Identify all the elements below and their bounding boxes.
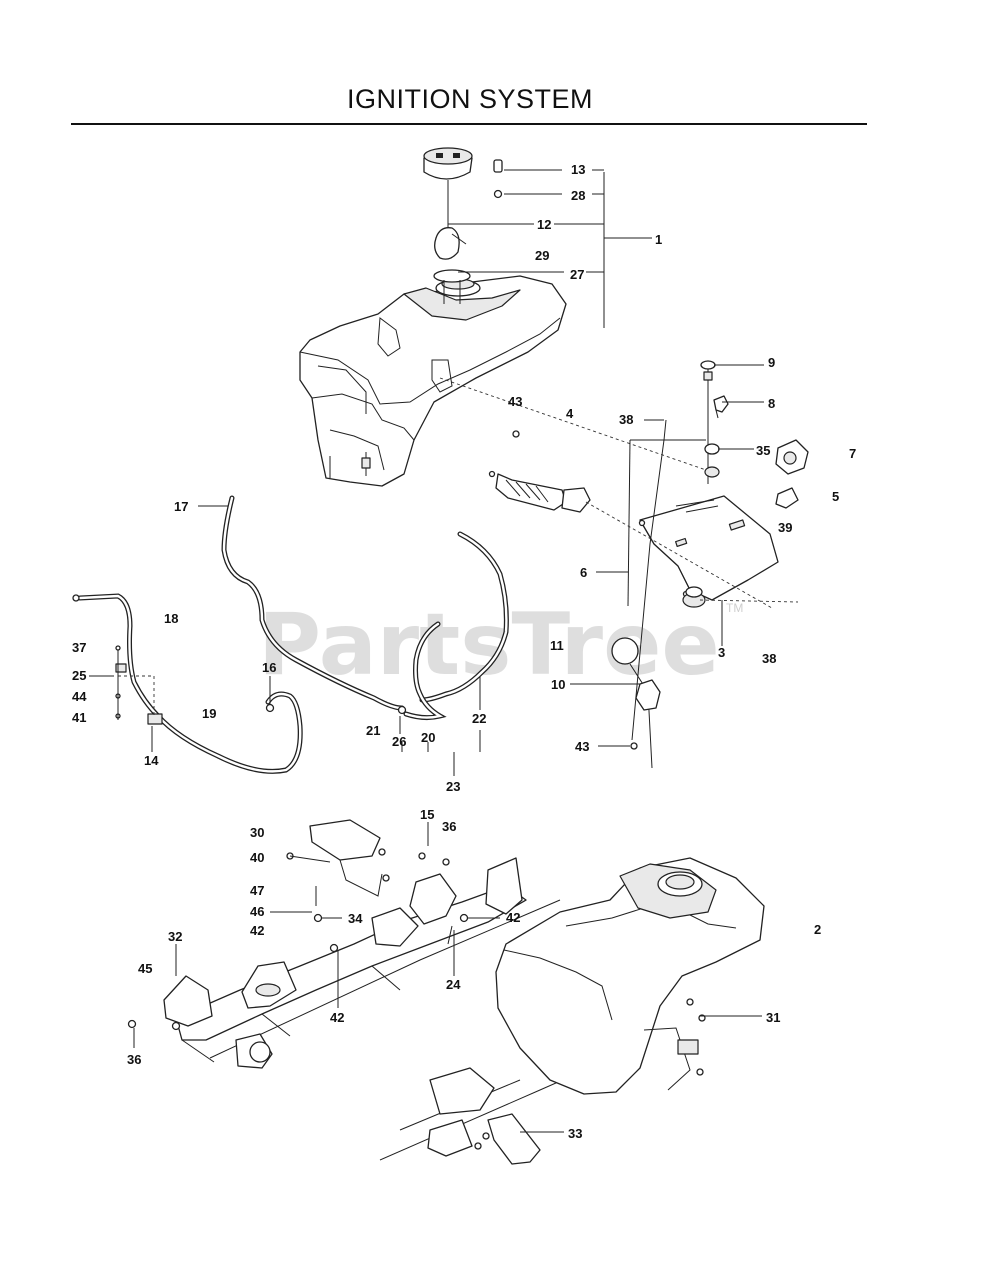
clamp-link-25: [118, 675, 155, 718]
key-8[interactable]: [713, 395, 729, 419]
fuel-tank-top[interactable]: [299, 275, 567, 487]
key-holder-9[interactable]: [700, 360, 716, 484]
callout-45: 45: [138, 961, 152, 976]
frame-mount-center[interactable]: [371, 857, 523, 947]
callout-17: 17: [174, 499, 188, 514]
callout-4: 4: [566, 406, 574, 421]
o-ring-28[interactable]: [493, 189, 503, 199]
callout-47: 47: [250, 883, 264, 898]
callout-14: 14: [144, 753, 159, 768]
callout-21: 21: [366, 723, 380, 738]
bolt-line-38: [699, 599, 799, 603]
callout-9: 9: [768, 355, 775, 370]
callout-15: 15: [420, 807, 434, 822]
callout-42-right: 42: [506, 910, 520, 925]
callout-labels: 13 28 12 1 29 27 9 8 43 4 38 35 7 5 39 6…: [72, 162, 856, 1141]
callout-1: 1: [655, 232, 662, 247]
callout-27: 27: [570, 267, 584, 282]
filler-neck-gasket[interactable]: [433, 269, 471, 304]
pedal-33[interactable]: [427, 1067, 541, 1165]
callout-25: 25: [72, 668, 86, 683]
ignition-switch-7[interactable]: [775, 439, 809, 475]
callout-26: 26: [392, 734, 406, 749]
small-clip-13[interactable]: [493, 159, 503, 173]
callout-20: 20: [421, 730, 435, 745]
callout-39: 39: [778, 520, 792, 535]
callout-37: 37: [72, 640, 86, 655]
callout-46: 46: [250, 904, 264, 919]
callout-36-bottom: 36: [127, 1052, 141, 1067]
callout-33: 33: [568, 1126, 582, 1141]
callout-29: 29: [535, 248, 549, 263]
callout-16: 16: [262, 660, 276, 675]
callout-6: 6: [580, 565, 587, 580]
callout-38-bottom: 38: [762, 651, 776, 666]
callout-40: 40: [250, 850, 264, 865]
choke-lever-10[interactable]: [611, 637, 661, 769]
callout-43-top: 43: [508, 394, 522, 409]
callout-18: 18: [164, 611, 178, 626]
callout-2: 2: [814, 922, 821, 937]
callout-24: 24: [446, 977, 461, 992]
callout-22: 22: [472, 711, 486, 726]
fuel-cap[interactable]: [423, 147, 473, 180]
callout-42-left: 42: [250, 923, 264, 938]
callout-23: 23: [446, 779, 460, 794]
callout-11: 11: [550, 638, 564, 653]
hose-clamps[interactable]: [72, 594, 407, 725]
callout-32: 32: [168, 929, 182, 944]
fuel-tank-bottom[interactable]: [495, 857, 765, 1095]
fuel-hose-22[interactable]: [419, 531, 509, 703]
callout-19: 19: [202, 706, 216, 721]
fuel-hose-19[interactable]: [77, 593, 303, 774]
seat-bracket-30[interactable]: [309, 819, 383, 897]
callout-34: 34: [348, 911, 363, 926]
leader-lines: [89, 169, 764, 1133]
tether-strap[interactable]: [434, 180, 467, 260]
callout-44: 44: [72, 689, 87, 704]
rod-38[interactable]: [631, 419, 667, 741]
title-rule: [71, 123, 867, 125]
callout-12: 12: [537, 217, 551, 232]
watermark-tm: TM: [726, 601, 743, 615]
axle-bracket[interactable]: [235, 1033, 273, 1069]
callout-3: 3: [718, 645, 725, 660]
callout-30: 30: [250, 825, 264, 840]
callout-38-top: 38: [619, 412, 633, 427]
callout-10: 10: [551, 677, 565, 692]
callout-13: 13: [571, 162, 585, 177]
ignition-panel-bracket[interactable]: [638, 495, 779, 601]
fuel-hose-20[interactable]: [403, 621, 447, 721]
connector-5[interactable]: [775, 487, 799, 509]
callout-31: 31: [766, 1010, 780, 1025]
throttle-cable-4[interactable]: [488, 430, 773, 609]
callout-5: 5: [832, 489, 839, 504]
pedal-mount-3[interactable]: [682, 586, 706, 608]
callout-7: 7: [849, 446, 856, 461]
callout-28: 28: [571, 188, 585, 203]
callout-41: 41: [72, 710, 86, 725]
switch-nut-35[interactable]: [704, 443, 720, 478]
callout-42-bottom: 42: [330, 1010, 344, 1025]
callout-8: 8: [768, 396, 775, 411]
callout-35: 35: [756, 443, 770, 458]
fuel-hose-17[interactable]: [221, 495, 405, 711]
shield-plate-32[interactable]: [163, 975, 213, 1027]
rear-mount-left[interactable]: [241, 961, 297, 1009]
fasteners-bottom[interactable]: [127, 848, 706, 1150]
page-title: IGNITION SYSTEM: [346, 84, 594, 114]
callout-36-top: 36: [442, 819, 456, 834]
callout-43-bottom: 43: [575, 739, 589, 754]
